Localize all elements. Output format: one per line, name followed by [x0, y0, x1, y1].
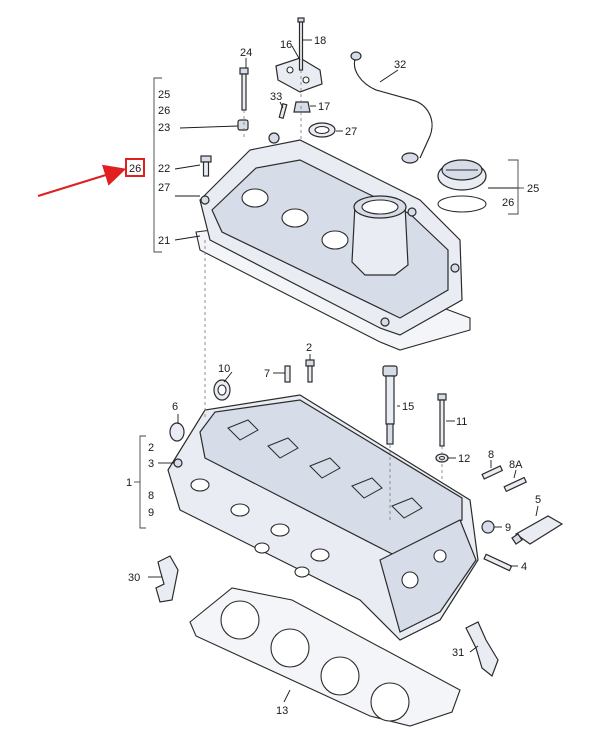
- cylinder-head[interactable]: [167, 394, 479, 641]
- callout-labels: 18 16 24 32 33 17 27 25 26 23 26 22 27 2…: [126, 35, 541, 717]
- callout-5[interactable]: 5: [535, 494, 541, 506]
- callout-27-upper[interactable]: 27: [345, 126, 357, 138]
- bolt-22[interactable]: [200, 155, 212, 177]
- sensor-31[interactable]: [465, 621, 499, 677]
- bolt-2[interactable]: [305, 359, 315, 383]
- callout-23[interactable]: 23: [158, 122, 170, 134]
- callout-1[interactable]: 1: [126, 477, 132, 489]
- callout-13[interactable]: 13: [276, 705, 288, 717]
- plug-23[interactable]: [237, 119, 249, 131]
- callout-9-right[interactable]: 9: [505, 522, 511, 534]
- callout-15[interactable]: 15: [402, 401, 414, 413]
- callout-2-top[interactable]: 2: [306, 342, 312, 354]
- bolt-11[interactable]: [437, 393, 447, 447]
- plug-3[interactable]: [173, 458, 183, 468]
- alignment-lines: [204, 70, 443, 520]
- callout-30[interactable]: 30: [128, 572, 140, 584]
- bracket-16[interactable]: [275, 57, 323, 93]
- callout-33[interactable]: 33: [270, 91, 282, 103]
- callout-3[interactable]: 3: [148, 458, 154, 470]
- callout-10[interactable]: 10: [218, 363, 230, 375]
- callout-17[interactable]: 17: [318, 101, 330, 113]
- seal-6[interactable]: [169, 422, 185, 442]
- callout-6[interactable]: 6: [172, 401, 178, 413]
- callout-16[interactable]: 16: [280, 39, 292, 51]
- group-braces: [134, 77, 524, 529]
- sensor-30[interactable]: [155, 555, 179, 603]
- leader-lines: [148, 39, 539, 703]
- pin-4[interactable]: [483, 553, 513, 572]
- callout-18[interactable]: 18: [314, 35, 326, 47]
- breather-hose-32[interactable]: [350, 51, 433, 164]
- callout-22[interactable]: 22: [158, 163, 170, 175]
- pin-33[interactable]: [278, 102, 288, 120]
- callout-12[interactable]: 12: [458, 453, 470, 465]
- callout-31[interactable]: 31: [452, 647, 464, 659]
- seal-26[interactable]: [437, 195, 487, 213]
- callout-21[interactable]: 21: [158, 235, 170, 247]
- callout-25-left[interactable]: 25: [158, 89, 170, 101]
- stud-8[interactable]: [481, 465, 504, 480]
- bolt-24[interactable]: [239, 67, 249, 111]
- callout-7[interactable]: 7: [264, 368, 270, 380]
- stud-8A[interactable]: [503, 476, 528, 493]
- callout-4[interactable]: 4: [521, 561, 527, 573]
- seal-ring-10[interactable]: [213, 379, 231, 401]
- filler-cap-25[interactable]: [437, 159, 487, 191]
- cylinder-head-cover[interactable]: [195, 132, 471, 351]
- callout-8A[interactable]: 8A: [509, 459, 523, 471]
- callout-24[interactable]: 24: [240, 47, 252, 59]
- head-gasket-13[interactable]: [189, 587, 461, 727]
- callout-8-right[interactable]: 8: [488, 449, 494, 461]
- callout-26-selected[interactable]: 26: [129, 163, 141, 175]
- callout-25-right[interactable]: 25: [527, 183, 539, 195]
- callout-9-left[interactable]: 9: [148, 507, 154, 519]
- injector-15[interactable]: [382, 365, 398, 445]
- callout-26-left[interactable]: 26: [158, 105, 170, 117]
- callout-8-left[interactable]: 8: [148, 490, 154, 502]
- callout-32[interactable]: 32: [394, 59, 406, 71]
- callout-27-left[interactable]: 27: [158, 182, 170, 194]
- callout-2-left[interactable]: 2: [148, 442, 154, 454]
- sealant-tube-5[interactable]: [511, 515, 564, 545]
- pointer-arrow: [37, 164, 127, 198]
- nut-17[interactable]: [293, 101, 311, 113]
- callout-26-right[interactable]: 26: [502, 197, 514, 209]
- stud-7[interactable]: [284, 365, 291, 383]
- callout-11[interactable]: 11: [456, 416, 467, 428]
- seal-ring-27[interactable]: [308, 122, 336, 138]
- plug-9[interactable]: [481, 520, 495, 534]
